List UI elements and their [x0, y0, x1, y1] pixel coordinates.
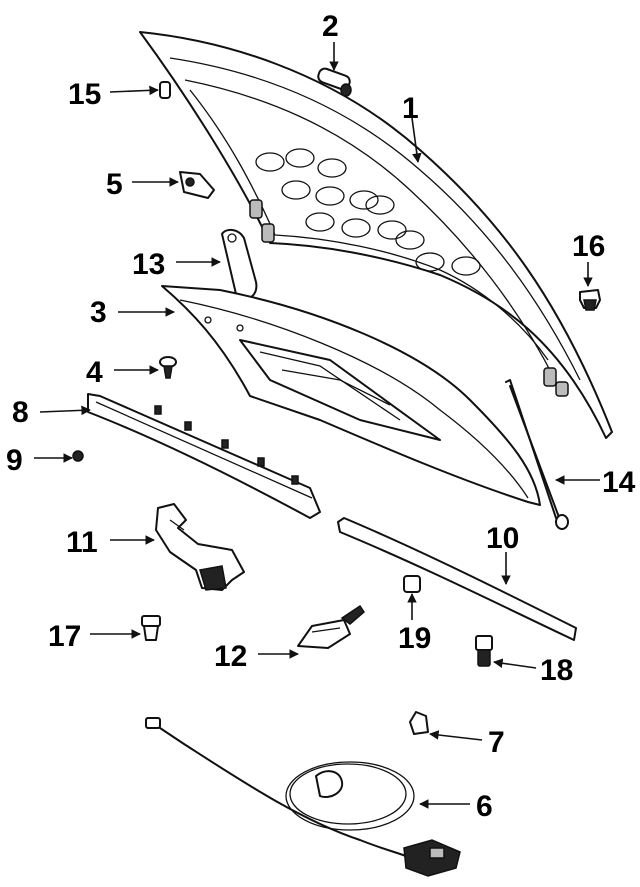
- fastener-part-9: [72, 450, 84, 462]
- callout-18: 18: [540, 654, 573, 687]
- callout-15: 15: [68, 78, 101, 111]
- callout-19: 19: [398, 622, 431, 655]
- cable-clip-7: [409, 711, 429, 735]
- callout-7: 7: [488, 726, 505, 759]
- molding-clips: [154, 405, 299, 485]
- callout-10: 10: [486, 522, 519, 555]
- hood-bumper-part: [317, 67, 352, 97]
- callout-labels: 1 2 3 4 5 6 7 8 9 10 11 12 13 14 15 16 1…: [6, 10, 636, 823]
- leader-lines: [34, 42, 600, 809]
- bumper-block-19: [403, 575, 421, 593]
- hood-panel: [139, 31, 613, 439]
- callout-6: 6: [476, 790, 493, 823]
- release-cable: [145, 717, 461, 877]
- callout-11: 11: [66, 526, 98, 559]
- callout-8: 8: [12, 396, 29, 429]
- clip-part-15: [159, 81, 171, 99]
- callout-12: 12: [214, 640, 247, 673]
- callout-5: 5: [106, 168, 123, 201]
- callout-14: 14: [602, 466, 636, 499]
- retainer-part-4: [159, 356, 177, 379]
- adjuster-part-18: [475, 635, 493, 667]
- weatherstrip: [337, 517, 577, 641]
- push-pin-16: [579, 289, 601, 311]
- hood-insulator: [161, 285, 541, 506]
- front-molding: [87, 393, 321, 519]
- callout-17: 17: [48, 620, 81, 653]
- plug-part-17: [141, 615, 161, 641]
- hood-vent-holes: [255, 148, 481, 276]
- callout-1: 1: [402, 92, 419, 125]
- callout-13: 13: [132, 248, 165, 281]
- callout-3: 3: [90, 296, 107, 329]
- release-handle: [297, 604, 365, 649]
- latch-assembly: [155, 503, 245, 591]
- striker-part: [179, 171, 215, 199]
- callout-16: 16: [572, 230, 605, 263]
- hinge-bracket: [221, 228, 258, 300]
- callout-2: 2: [322, 10, 339, 43]
- support-rod: [505, 379, 569, 530]
- callout-9: 9: [6, 444, 23, 477]
- callout-4: 4: [86, 356, 103, 389]
